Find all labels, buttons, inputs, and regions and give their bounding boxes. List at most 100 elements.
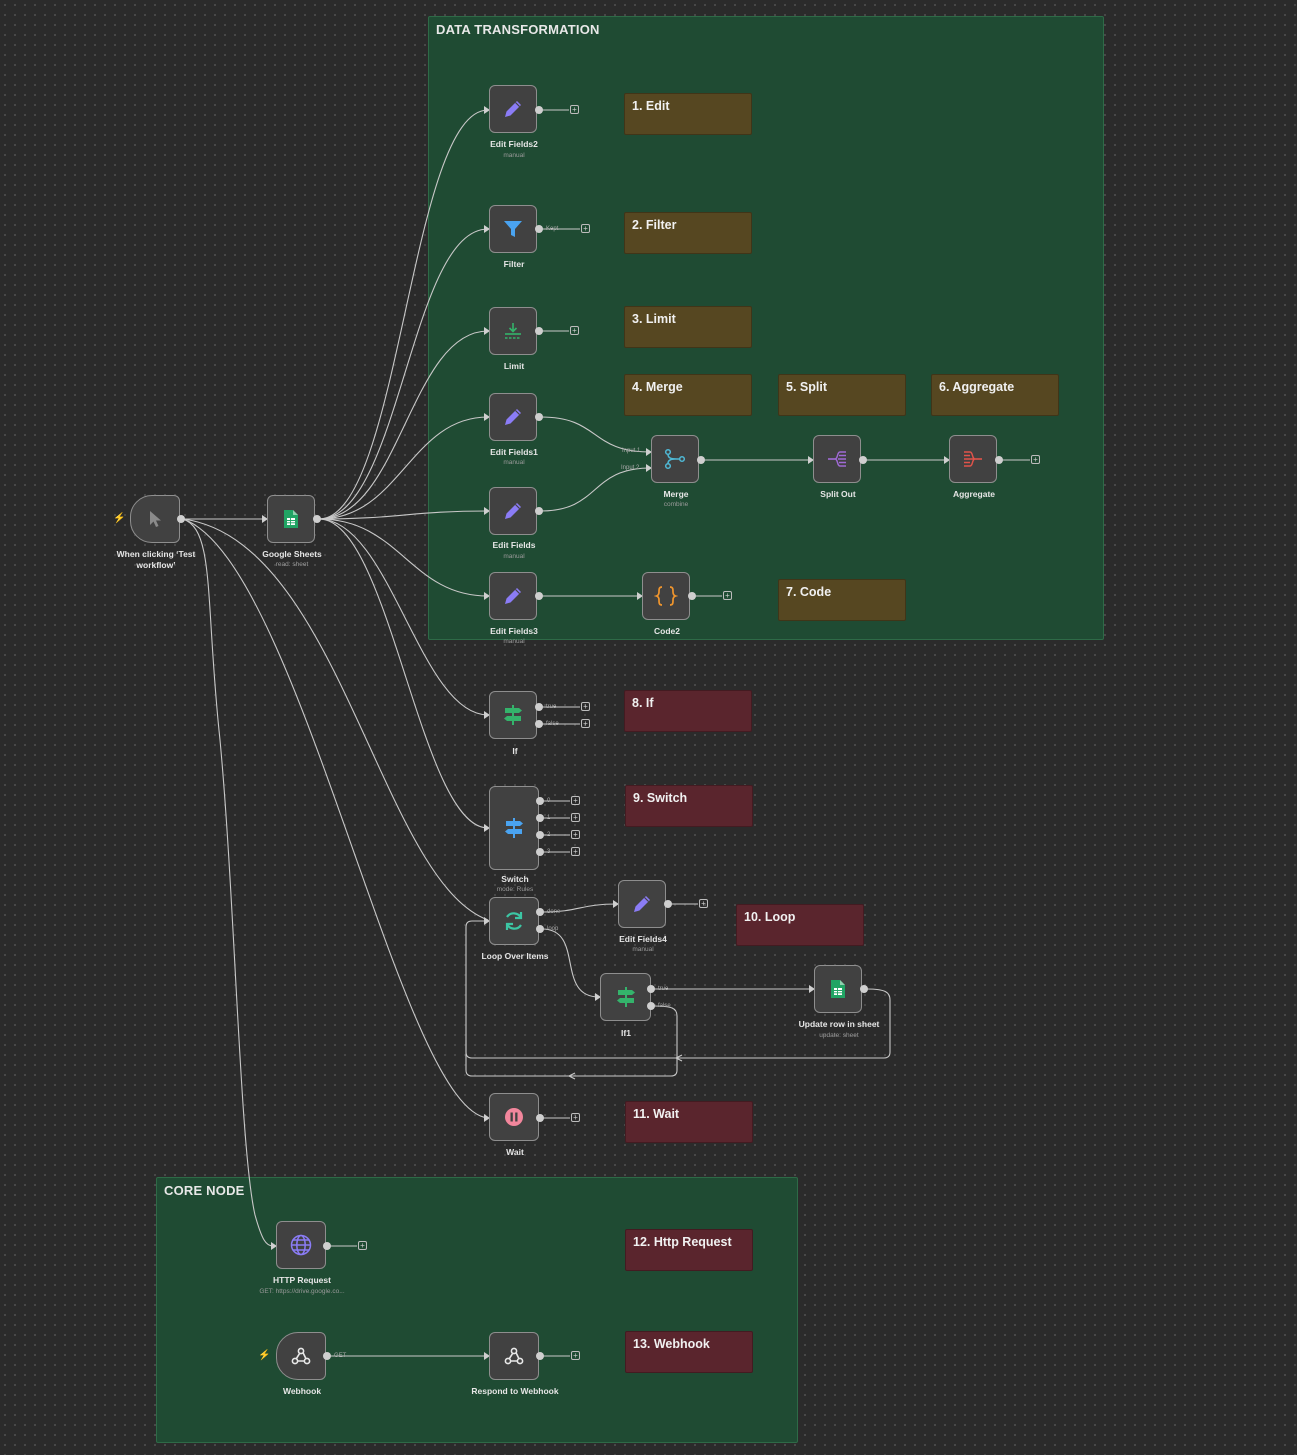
if1-true-port[interactable] bbox=[647, 985, 655, 993]
http-add-button[interactable]: + bbox=[358, 1241, 367, 1250]
edit4-input-port[interactable] bbox=[613, 900, 619, 908]
note-aggregate[interactable]: 6. Aggregate bbox=[931, 374, 1059, 416]
note-code[interactable]: 7. Code bbox=[778, 579, 906, 621]
note-edit[interactable]: 1. Edit bbox=[624, 93, 752, 135]
switch-add-button-3[interactable]: + bbox=[571, 847, 580, 856]
wait-add-button[interactable]: + bbox=[571, 1113, 580, 1122]
if-false-port[interactable] bbox=[535, 720, 543, 728]
if1-false-port[interactable] bbox=[647, 1002, 655, 1010]
edit-input-port[interactable] bbox=[484, 507, 490, 515]
sheets-output-port[interactable] bbox=[313, 515, 321, 523]
node-update-row-in-sheet[interactable] bbox=[814, 965, 862, 1013]
filter-add-button[interactable]: + bbox=[581, 224, 590, 233]
note-filter[interactable]: 2. Filter bbox=[624, 212, 752, 254]
http-output-port[interactable] bbox=[323, 1242, 331, 1250]
note-limit[interactable]: 3. Limit bbox=[624, 306, 752, 348]
aggregate-input-port[interactable] bbox=[944, 456, 950, 464]
note-loop[interactable]: 10. Loop bbox=[736, 904, 864, 946]
webhook-output-port[interactable] bbox=[323, 1352, 331, 1360]
switch-add-button-1[interactable]: + bbox=[571, 813, 580, 822]
edit1-input-port[interactable] bbox=[484, 413, 490, 421]
respond-output-port[interactable] bbox=[536, 1352, 544, 1360]
node-aggregate[interactable] bbox=[949, 435, 997, 483]
edit3-output-port[interactable] bbox=[535, 592, 543, 600]
switch-output-1[interactable] bbox=[536, 814, 544, 822]
limit-add-button[interactable]: + bbox=[570, 326, 579, 335]
if-true-port[interactable] bbox=[535, 703, 543, 711]
node-manual-trigger[interactable] bbox=[130, 495, 180, 543]
node-edit-fields1[interactable] bbox=[489, 393, 537, 441]
merge-input2-port[interactable] bbox=[646, 464, 652, 472]
edit-output-port[interactable] bbox=[535, 507, 543, 515]
edit3-input-port[interactable] bbox=[484, 592, 490, 600]
wait-input-port[interactable] bbox=[484, 1114, 490, 1122]
splitout-output-port[interactable] bbox=[859, 456, 867, 464]
switch-add-button-2[interactable]: + bbox=[571, 830, 580, 839]
node-limit[interactable] bbox=[489, 307, 537, 355]
limit-output-port[interactable] bbox=[535, 327, 543, 335]
respond-input-port[interactable] bbox=[484, 1352, 490, 1360]
edit4-add-button[interactable]: + bbox=[699, 899, 708, 908]
edit1-output-port[interactable] bbox=[535, 413, 543, 421]
aggregate-output-port[interactable] bbox=[995, 456, 1003, 464]
merge-output-port[interactable] bbox=[697, 456, 705, 464]
node-edit-fields3[interactable] bbox=[489, 572, 537, 620]
node-edit-fields4[interactable] bbox=[618, 880, 666, 928]
if-true-add-button[interactable]: + bbox=[581, 702, 590, 711]
code2-output-port[interactable] bbox=[688, 592, 696, 600]
edit2-output-port[interactable] bbox=[535, 106, 543, 114]
merge-input1-port[interactable] bbox=[646, 448, 652, 456]
if-false-add-button[interactable]: + bbox=[581, 719, 590, 728]
update-input-port[interactable] bbox=[809, 985, 815, 993]
loop-done-port[interactable] bbox=[536, 908, 544, 916]
edit4-output-port[interactable] bbox=[664, 900, 672, 908]
node-google-sheets[interactable] bbox=[267, 495, 315, 543]
switch-output-2[interactable] bbox=[536, 831, 544, 839]
node-respond-to-webhook[interactable] bbox=[489, 1332, 539, 1380]
note-wait[interactable]: 11. Wait bbox=[625, 1101, 753, 1143]
if1-input-port[interactable] bbox=[595, 993, 601, 1001]
code2-add-button[interactable]: + bbox=[723, 591, 732, 600]
node-if1[interactable] bbox=[600, 973, 651, 1021]
code2-input-port[interactable] bbox=[637, 592, 643, 600]
respond-add-button[interactable]: + bbox=[571, 1351, 580, 1360]
sheets-input-port[interactable] bbox=[262, 515, 268, 523]
note-webhook[interactable]: 13. Webhook bbox=[625, 1331, 753, 1373]
limit-input-port[interactable] bbox=[484, 327, 490, 335]
node-split-out[interactable] bbox=[813, 435, 861, 483]
node-switch[interactable] bbox=[489, 786, 539, 870]
switch-output-0[interactable] bbox=[536, 797, 544, 805]
node-http-request[interactable] bbox=[276, 1221, 326, 1269]
note-split[interactable]: 5. Split bbox=[778, 374, 906, 416]
switch-input-port[interactable] bbox=[484, 824, 490, 832]
note-switch[interactable]: 9. Switch bbox=[625, 785, 753, 827]
edit2-add-button[interactable]: + bbox=[570, 105, 579, 114]
node-filter[interactable] bbox=[489, 205, 537, 253]
if-input-port[interactable] bbox=[484, 711, 490, 719]
edit2-input-port[interactable] bbox=[484, 106, 490, 114]
node-wait[interactable] bbox=[489, 1093, 539, 1141]
node-code2[interactable] bbox=[642, 572, 690, 620]
note-merge[interactable]: 4. Merge bbox=[624, 374, 752, 416]
wait-output-port[interactable] bbox=[536, 1114, 544, 1122]
http-input-port[interactable] bbox=[271, 1242, 277, 1250]
note-if[interactable]: 8. If bbox=[624, 690, 752, 732]
switch-add-button-0[interactable]: + bbox=[571, 796, 580, 805]
node-webhook[interactable] bbox=[276, 1332, 326, 1380]
node-merge[interactable] bbox=[651, 435, 699, 483]
loop-loop-port[interactable] bbox=[536, 925, 544, 933]
node-edit-fields2[interactable] bbox=[489, 85, 537, 133]
trigger-output-port[interactable] bbox=[177, 515, 185, 523]
splitout-input-port[interactable] bbox=[808, 456, 814, 464]
note-http-request[interactable]: 12. Http Request bbox=[625, 1229, 753, 1271]
filter-output-port[interactable] bbox=[535, 225, 543, 233]
aggregate-add-button[interactable]: + bbox=[1031, 455, 1040, 464]
loop-input-port[interactable] bbox=[484, 917, 490, 925]
filter-input-port[interactable] bbox=[484, 225, 490, 233]
group-core-node[interactable]: CORE NODE bbox=[156, 1177, 798, 1443]
node-edit-fields[interactable] bbox=[489, 487, 537, 535]
update-output-port[interactable] bbox=[860, 985, 868, 993]
node-if[interactable] bbox=[489, 691, 537, 739]
switch-output-3[interactable] bbox=[536, 848, 544, 856]
node-loop-over-items[interactable] bbox=[489, 897, 539, 945]
